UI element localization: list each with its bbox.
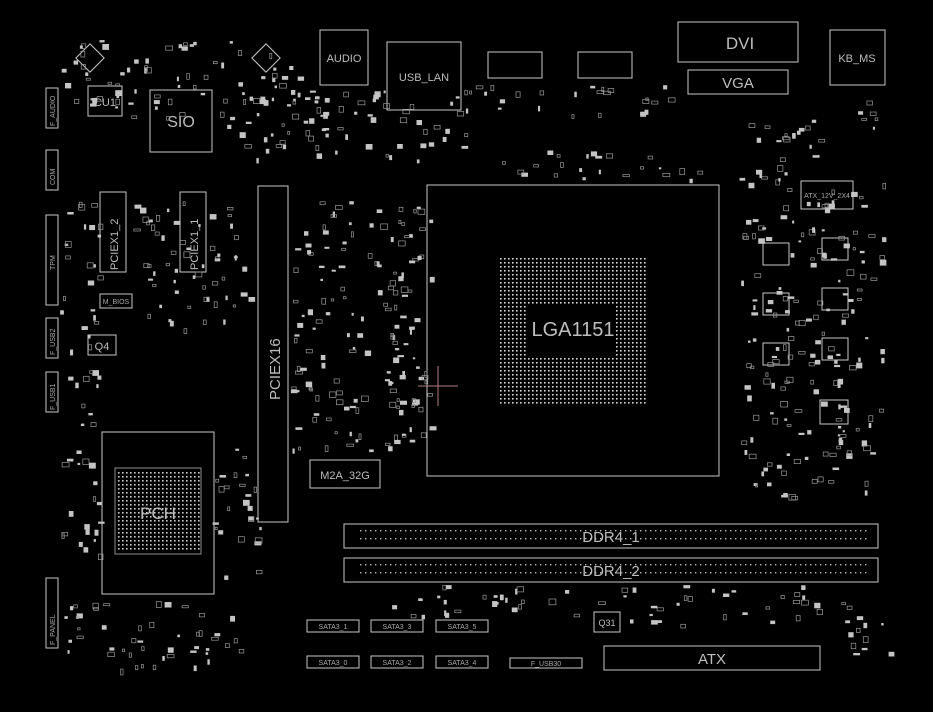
dvi-connector: DVI bbox=[677, 21, 799, 63]
smd-components bbox=[60, 40, 895, 676]
svg-text:DDR4_2: DDR4_2 bbox=[582, 563, 640, 580]
svg-text:SATA3_4: SATA3_4 bbox=[448, 660, 477, 667]
rear-usb-header-1 bbox=[487, 51, 543, 79]
pch-ball-grid bbox=[118, 472, 200, 550]
dimm-pin-rows bbox=[360, 530, 867, 574]
f-panel-header: F_PANEL bbox=[45, 577, 59, 649]
pch-chip: PCH bbox=[101, 431, 215, 595]
choke-1 bbox=[762, 242, 790, 266]
svg-text:F_USB30: F_USB30 bbox=[531, 661, 561, 668]
sata3-5-port: SATA3_5 bbox=[435, 619, 489, 633]
svg-text:DVI: DVI bbox=[726, 34, 754, 53]
rear-usb-header-2 bbox=[577, 51, 633, 79]
pciex1-2-slot: PCIEX1_2 bbox=[99, 191, 127, 273]
m2a-slot: M2A_32G bbox=[309, 459, 381, 489]
svg-text:PCIEX1_1: PCIEX1_1 bbox=[189, 219, 201, 270]
svg-text:SATA3_2: SATA3_2 bbox=[383, 660, 412, 667]
f-usb2-header: F_USB2 bbox=[45, 317, 59, 359]
diamond-part-1 bbox=[75, 43, 105, 73]
svg-text:KB_MS: KB_MS bbox=[838, 53, 875, 65]
cpu-socket-lga1151: LGA1151 bbox=[418, 184, 720, 477]
q4-part: Q4 bbox=[87, 334, 117, 356]
q31-part: Q31 bbox=[593, 611, 621, 633]
pciex1-1-slot: PCIEX1_1 bbox=[179, 191, 207, 273]
svg-text:F_USB2: F_USB2 bbox=[50, 328, 57, 355]
svg-text:SATA3_3: SATA3_3 bbox=[383, 624, 412, 631]
svg-text:COM: COM bbox=[50, 169, 57, 186]
svg-text:VGA: VGA bbox=[722, 75, 754, 92]
svg-text:Q4: Q4 bbox=[95, 341, 110, 353]
vga-connector: VGA bbox=[687, 69, 789, 95]
svg-text:F_USB1: F_USB1 bbox=[50, 383, 57, 410]
sata3-3-port: SATA3_3 bbox=[370, 619, 424, 633]
f-audio-header: F_AUDIO bbox=[45, 87, 59, 129]
f-usb30-header: F_USB30 bbox=[509, 657, 583, 669]
svg-text:LGA1151: LGA1151 bbox=[531, 319, 614, 341]
svg-text:PCIEX1_2: PCIEX1_2 bbox=[109, 219, 121, 270]
choke-2 bbox=[762, 292, 790, 316]
tpm-header: TPM bbox=[45, 214, 59, 306]
svg-text:SATA3_1: SATA3_1 bbox=[319, 624, 348, 631]
svg-text:DDR4_1: DDR4_1 bbox=[582, 529, 640, 546]
sata3-4-port: SATA3_4 bbox=[435, 655, 489, 669]
svg-text:Q31: Q31 bbox=[598, 618, 615, 628]
svg-text:M2A_32G: M2A_32G bbox=[320, 470, 370, 482]
sata3-2-port: SATA3_2 bbox=[370, 655, 424, 669]
sata3-0-port: SATA3_0 bbox=[306, 655, 360, 669]
com-header: COM bbox=[45, 149, 59, 191]
ddr4-2-slot: DDR4_2 bbox=[343, 557, 879, 583]
choke-5 bbox=[821, 287, 849, 311]
sio-chip: SIO bbox=[149, 89, 213, 153]
m-bios-chip: M_BIOS bbox=[99, 293, 133, 309]
svg-text:ATX: ATX bbox=[698, 651, 726, 668]
svg-text:TPM: TPM bbox=[50, 255, 57, 270]
svg-text:F_AUDIO: F_AUDIO bbox=[50, 95, 57, 126]
pciex16-slot: PCIEX16 bbox=[257, 185, 289, 523]
audio-connector: AUDIO bbox=[319, 29, 369, 86]
f-usb1-header: F_USB1 bbox=[45, 371, 59, 413]
sata3-1-port: SATA3_1 bbox=[306, 619, 360, 633]
svg-text:F_PANEL: F_PANEL bbox=[50, 614, 57, 645]
cpu-pin-grid bbox=[500, 258, 646, 404]
svg-text:SATA3_0: SATA3_0 bbox=[319, 660, 348, 667]
svg-text:SIO: SIO bbox=[167, 114, 195, 131]
ddr4-1-slot: DDR4_1 bbox=[343, 523, 879, 549]
svg-text:M_BIOS: M_BIOS bbox=[103, 299, 130, 306]
svg-text:SATA3_5: SATA3_5 bbox=[448, 624, 477, 631]
svg-text:AUDIO: AUDIO bbox=[327, 53, 362, 65]
diamond-part-2 bbox=[251, 43, 281, 73]
usb-lan-connector: USB_LAN bbox=[386, 41, 462, 111]
svg-text:USB_LAN: USB_LAN bbox=[399, 72, 449, 84]
kb-ms-connector: KB_MS bbox=[829, 29, 886, 86]
svg-text:CU1: CU1 bbox=[94, 97, 116, 109]
svg-text:ATX_12V_2X4: ATX_12V_2X4 bbox=[804, 193, 850, 200]
svg-text:PCH: PCH bbox=[140, 504, 176, 523]
cu1-chip: CU1 bbox=[87, 85, 123, 117]
choke-3 bbox=[762, 342, 790, 366]
atx-power-connector: ATX bbox=[603, 645, 821, 671]
svg-text:PCIEX16: PCIEX16 bbox=[267, 338, 284, 400]
